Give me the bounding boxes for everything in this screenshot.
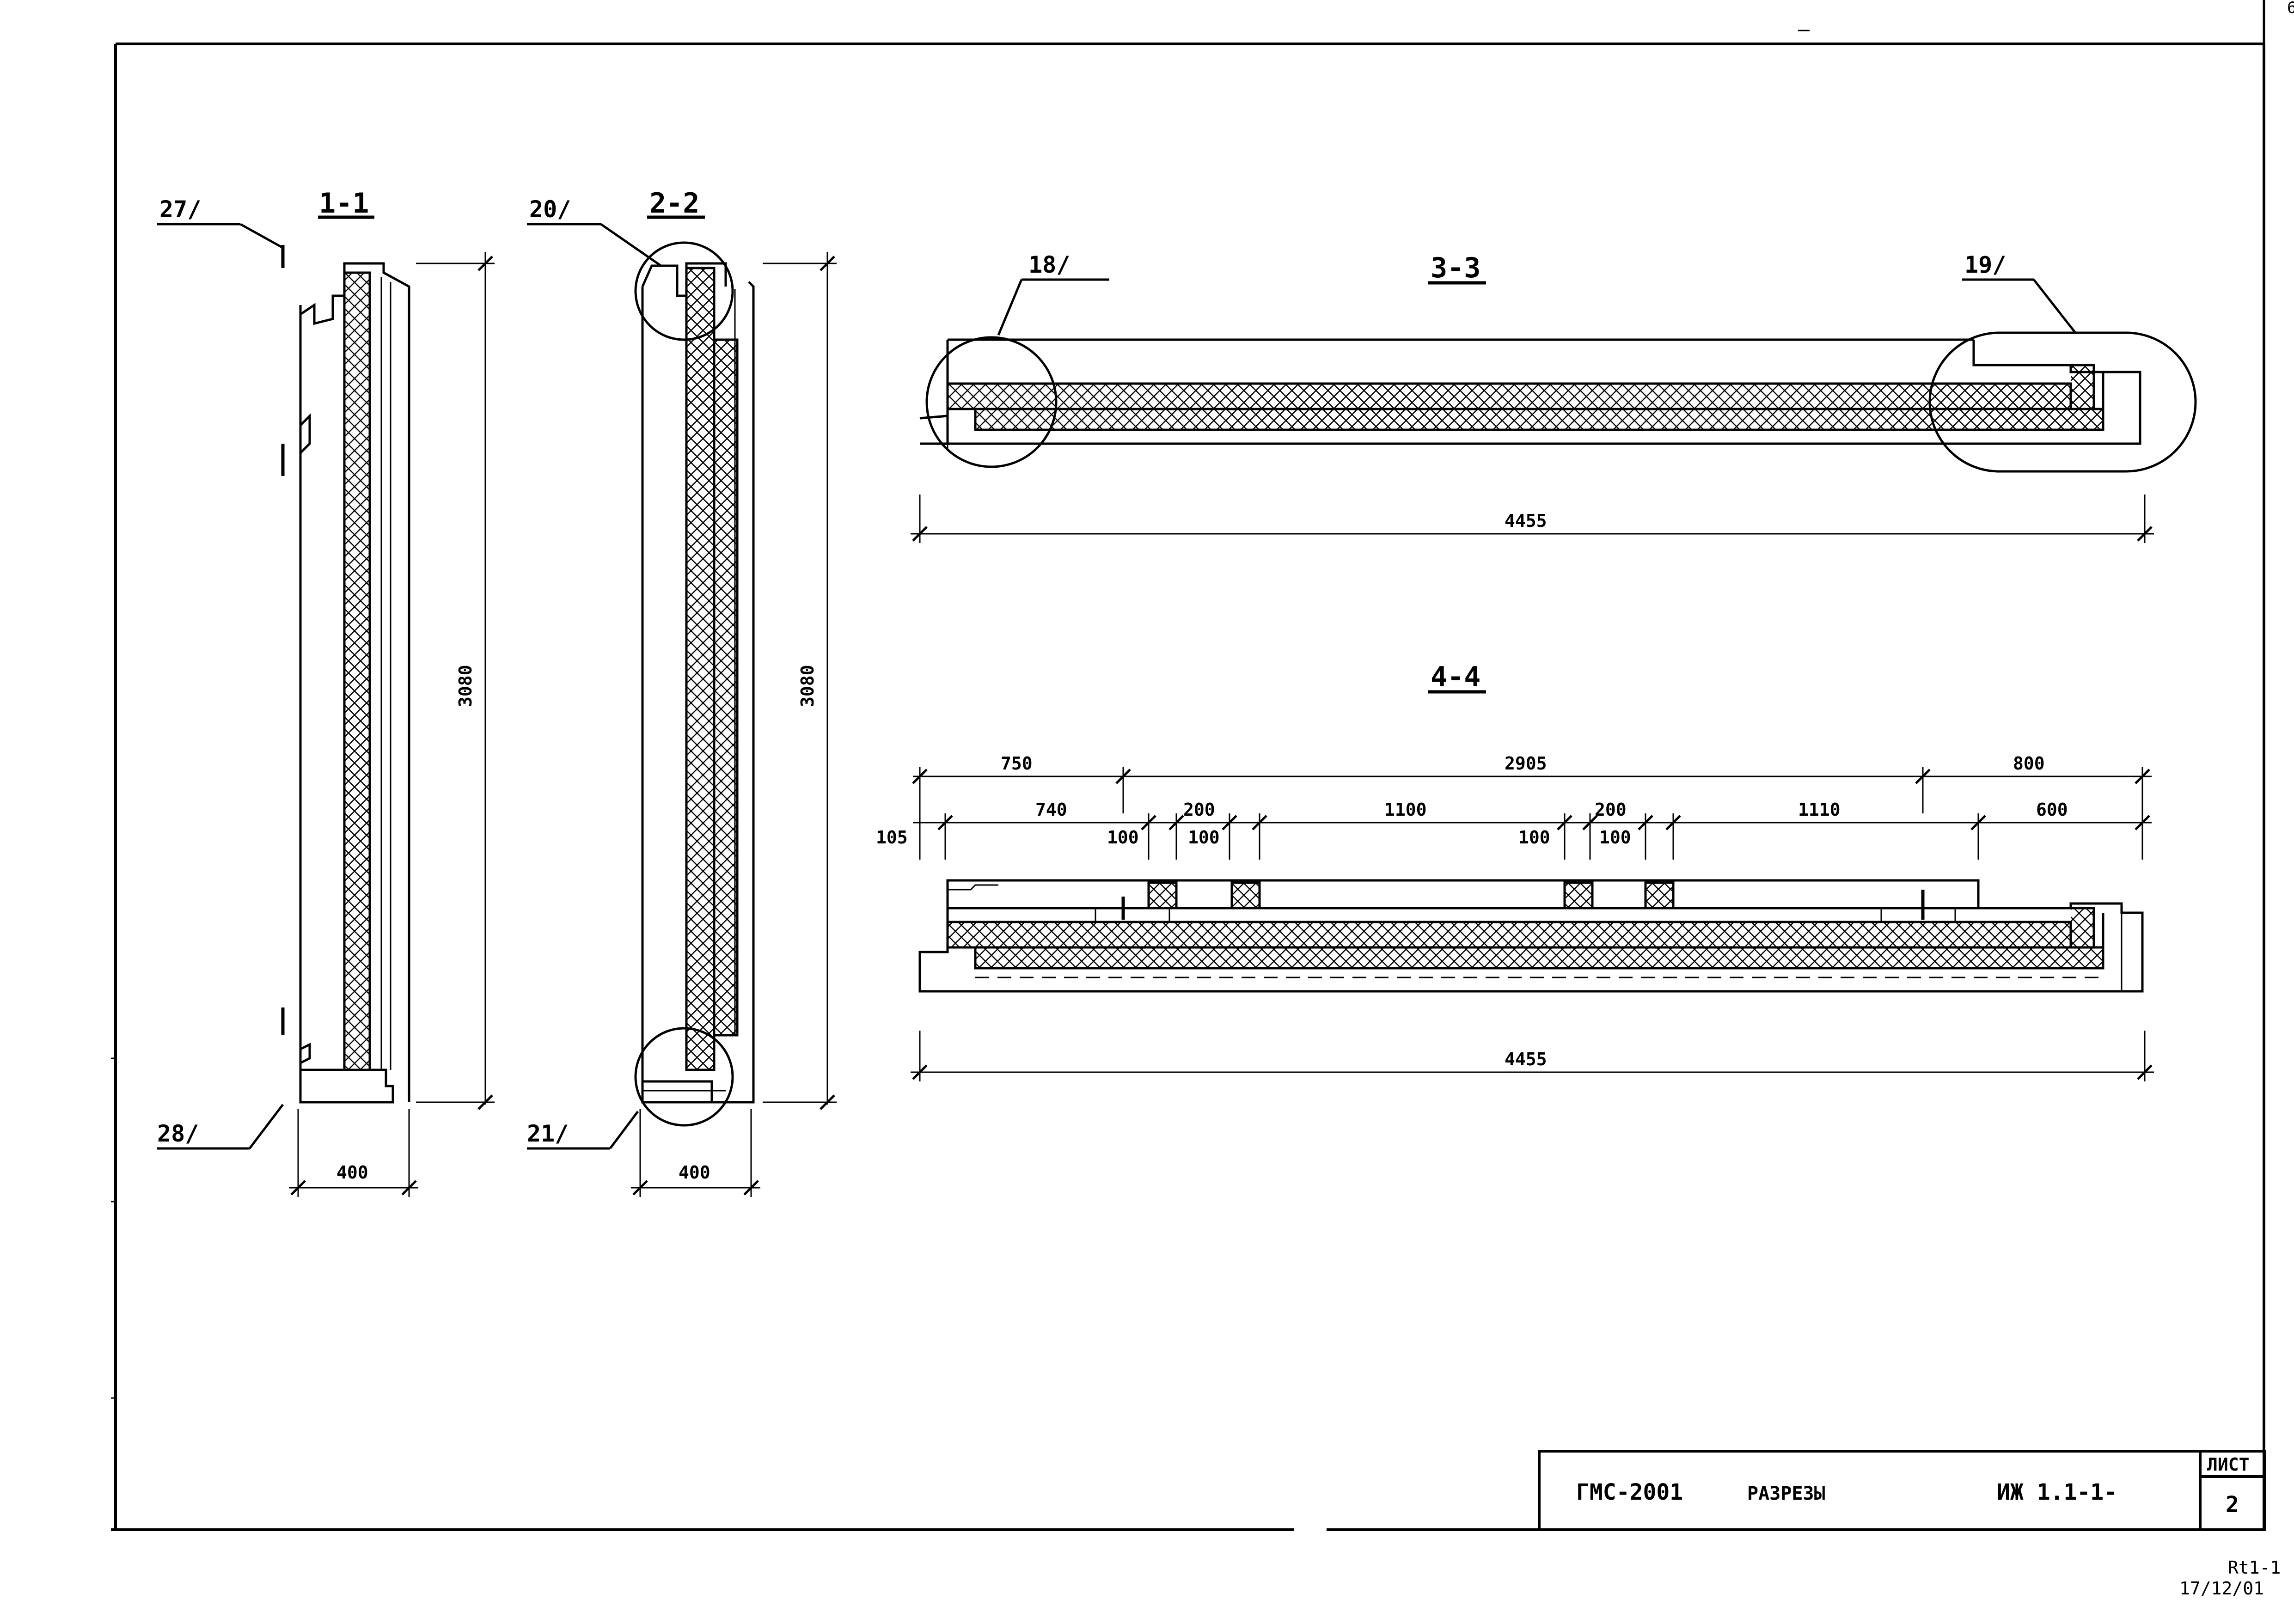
title-block: ГМС-2001 РАЗРЕЗЫ ИЖ 1.1-1- ЛИСТ 2 — [1538, 1450, 2266, 1531]
dim-length-3-3: 4455 — [1505, 511, 1547, 531]
dim-length-4-4: 4455 — [1505, 1049, 1547, 1069]
section-4-4: 4-4 750 2905 800 — [876, 661, 2154, 1081]
page-number: 66 — [2287, 0, 2294, 17]
callout-19: 19/ — [1964, 251, 2006, 278]
dim-105: 105 — [876, 827, 908, 848]
dim-1100: 1100 — [1384, 800, 1427, 820]
sheet-number: 2 — [2226, 1492, 2239, 1518]
plot-stamp: Rt1-1 17/12/01 — [2179, 1557, 2281, 1599]
dim-1110: 1110 — [1798, 800, 1841, 820]
section-2-2: 2-2 20/ 21/ 3080 400 — [527, 187, 837, 1197]
callout-21: 21/ — [527, 1120, 569, 1147]
dim-100-b: 100 — [1188, 827, 1220, 848]
dim-height-2-2: 3080 — [797, 665, 818, 707]
dim-200-b: 200 — [1595, 800, 1627, 820]
dim-600: 600 — [2036, 800, 2068, 820]
sheet-label: ЛИСТ — [2207, 1454, 2250, 1475]
dim-800: 800 — [2013, 753, 2045, 774]
dim-750: 750 — [1001, 753, 1033, 774]
project-code: ГМС-2001 — [1576, 1479, 1683, 1505]
section-3-3: 3-3 18/ 19/ 4455 — [911, 251, 2197, 543]
section-title-3-3: 3-3 — [1431, 252, 1480, 284]
page-number-box: 66 — [2263, 0, 2294, 44]
dim-2905: 2905 — [1505, 753, 1547, 774]
callout-28: 28/ — [157, 1120, 199, 1147]
dim-740: 740 — [1035, 800, 1067, 820]
callout-18: 18/ — [1028, 251, 1070, 278]
section-title-2-2: 2-2 — [649, 187, 699, 220]
dim-width-2-2: 400 — [679, 1162, 710, 1183]
stamp-line1: Rt1-1 — [2228, 1557, 2281, 1578]
sheet-title: РАЗРЕЗЫ — [1747, 1483, 1825, 1504]
dim-width-1-1: 400 — [336, 1162, 368, 1183]
section-title-1-1: 1-1 — [319, 187, 369, 220]
stamp-line2: 17/12/01 — [2179, 1578, 2264, 1599]
document-code: ИЖ 1.1-1- — [1997, 1479, 2117, 1505]
dim-100-a: 100 — [1107, 827, 1139, 848]
section-title-4-4: 4-4 — [1431, 661, 1480, 693]
callout-20: 20/ — [529, 196, 571, 223]
section-1-1: 1-1 27/ 28/ 3080 400 — [157, 187, 495, 1197]
sheet-frame — [111, 30, 2265, 1531]
callout-27: 27/ — [159, 196, 201, 223]
dim-100-d: 100 — [1599, 827, 1631, 848]
dim-200-a: 200 — [1183, 800, 1215, 820]
dim-100-c: 100 — [1518, 827, 1550, 848]
dim-height-1-1: 3080 — [455, 665, 476, 707]
